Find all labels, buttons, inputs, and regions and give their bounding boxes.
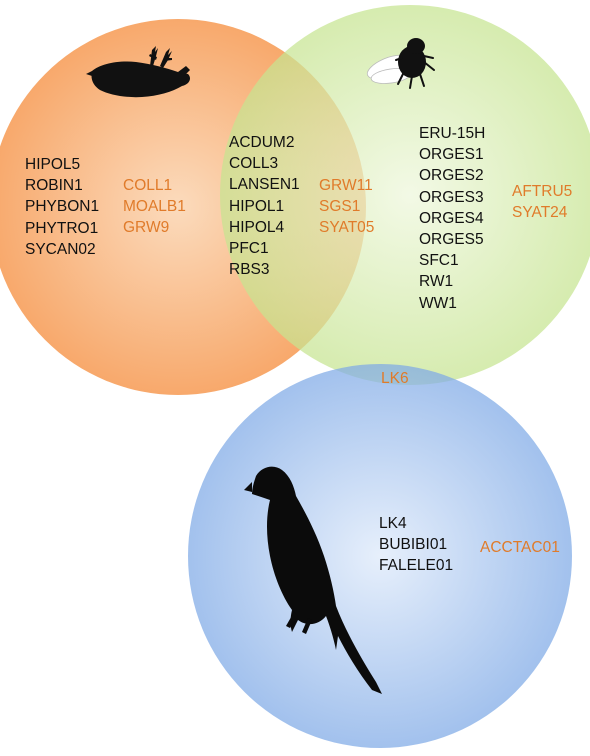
label-grw9: GRW9	[123, 219, 170, 237]
falcon-silhouette-icon	[244, 466, 382, 694]
label-grw11: GRW11	[319, 177, 373, 194]
label-aftru5: AFTRU5	[512, 183, 573, 200]
label-lk6: LK6	[381, 370, 409, 387]
fly-silhouette-icon	[366, 38, 435, 89]
insect-circle	[220, 5, 590, 385]
bird-insect-black-list: ACDUM2 COLL3 LANSEN1 HIPOL1 HIPOL4 PFC1 …	[229, 132, 300, 280]
label-pfc1: PFC1	[229, 240, 269, 258]
label-lansen1: LANSEN1	[229, 176, 300, 194]
label-falele01: FALELE01	[379, 557, 454, 575]
label-syat05: SYAT05	[319, 219, 375, 237]
label-bubibi01: BUBIBI01	[379, 536, 448, 554]
label-orges3: ORGES3	[419, 188, 484, 206]
label-hipol1: HIPOL1	[229, 197, 285, 215]
label-phybon1: PHYBON1	[25, 198, 100, 216]
label-sfc1: SFC1	[419, 252, 459, 270]
bird-insect-orange-list: GRW11 SGS1 SYAT05	[319, 175, 374, 239]
label-acctac01: ACCTAC01	[480, 539, 560, 556]
label-hipol4: HIPOL4	[229, 218, 285, 236]
label-ww1: WW1	[419, 294, 457, 312]
label-lk4: LK4	[379, 515, 407, 532]
insect-falcon-orange-list: LK6	[381, 368, 409, 389]
dead-bird-silhouette-icon	[86, 46, 190, 98]
falcon-only-orange-list: ACCTAC01	[480, 537, 560, 558]
label-phytro1: PHYTRO1	[25, 219, 99, 237]
label-coll3: COLL3	[229, 155, 279, 173]
insect-only-orange-list: AFTRU5 SYAT24	[512, 181, 572, 223]
label-robin1: ROBIN1	[25, 177, 83, 195]
label-moalb1: MOALB1	[123, 198, 186, 216]
label-rw1: RW1	[419, 273, 454, 291]
insect-only-black-list: ERU-15H ORGES1 ORGES2 ORGES3 ORGES4 ORGE…	[419, 123, 485, 314]
label-rbs3: RBS3	[229, 261, 270, 279]
falcon-circle	[188, 364, 572, 748]
bird-only-black-list: HIPOL5 ROBIN1 PHYBON1 PHYTRO1 SYCAN02	[25, 154, 99, 260]
label-orges5: ORGES5	[419, 231, 484, 249]
label-eru-15h: ERU-15H	[419, 125, 486, 142]
label-orges1: ORGES1	[419, 146, 484, 164]
falcon-only-black-list: LK4 BUBIBI01 FALELE01	[379, 513, 453, 577]
label-orges2: ORGES2	[419, 167, 484, 185]
label-acdum2: ACDUM2	[229, 134, 295, 151]
label-sgs1: SGS1	[319, 198, 361, 216]
label-syat24: SYAT24	[512, 204, 568, 222]
label-sycan02: SYCAN02	[25, 240, 96, 258]
label-hipol5: HIPOL5	[25, 156, 81, 173]
bird-only-orange-list: COLL1 MOALB1 GRW9	[123, 175, 186, 239]
label-coll1: COLL1	[123, 177, 173, 194]
label-orges4: ORGES4	[419, 209, 484, 227]
